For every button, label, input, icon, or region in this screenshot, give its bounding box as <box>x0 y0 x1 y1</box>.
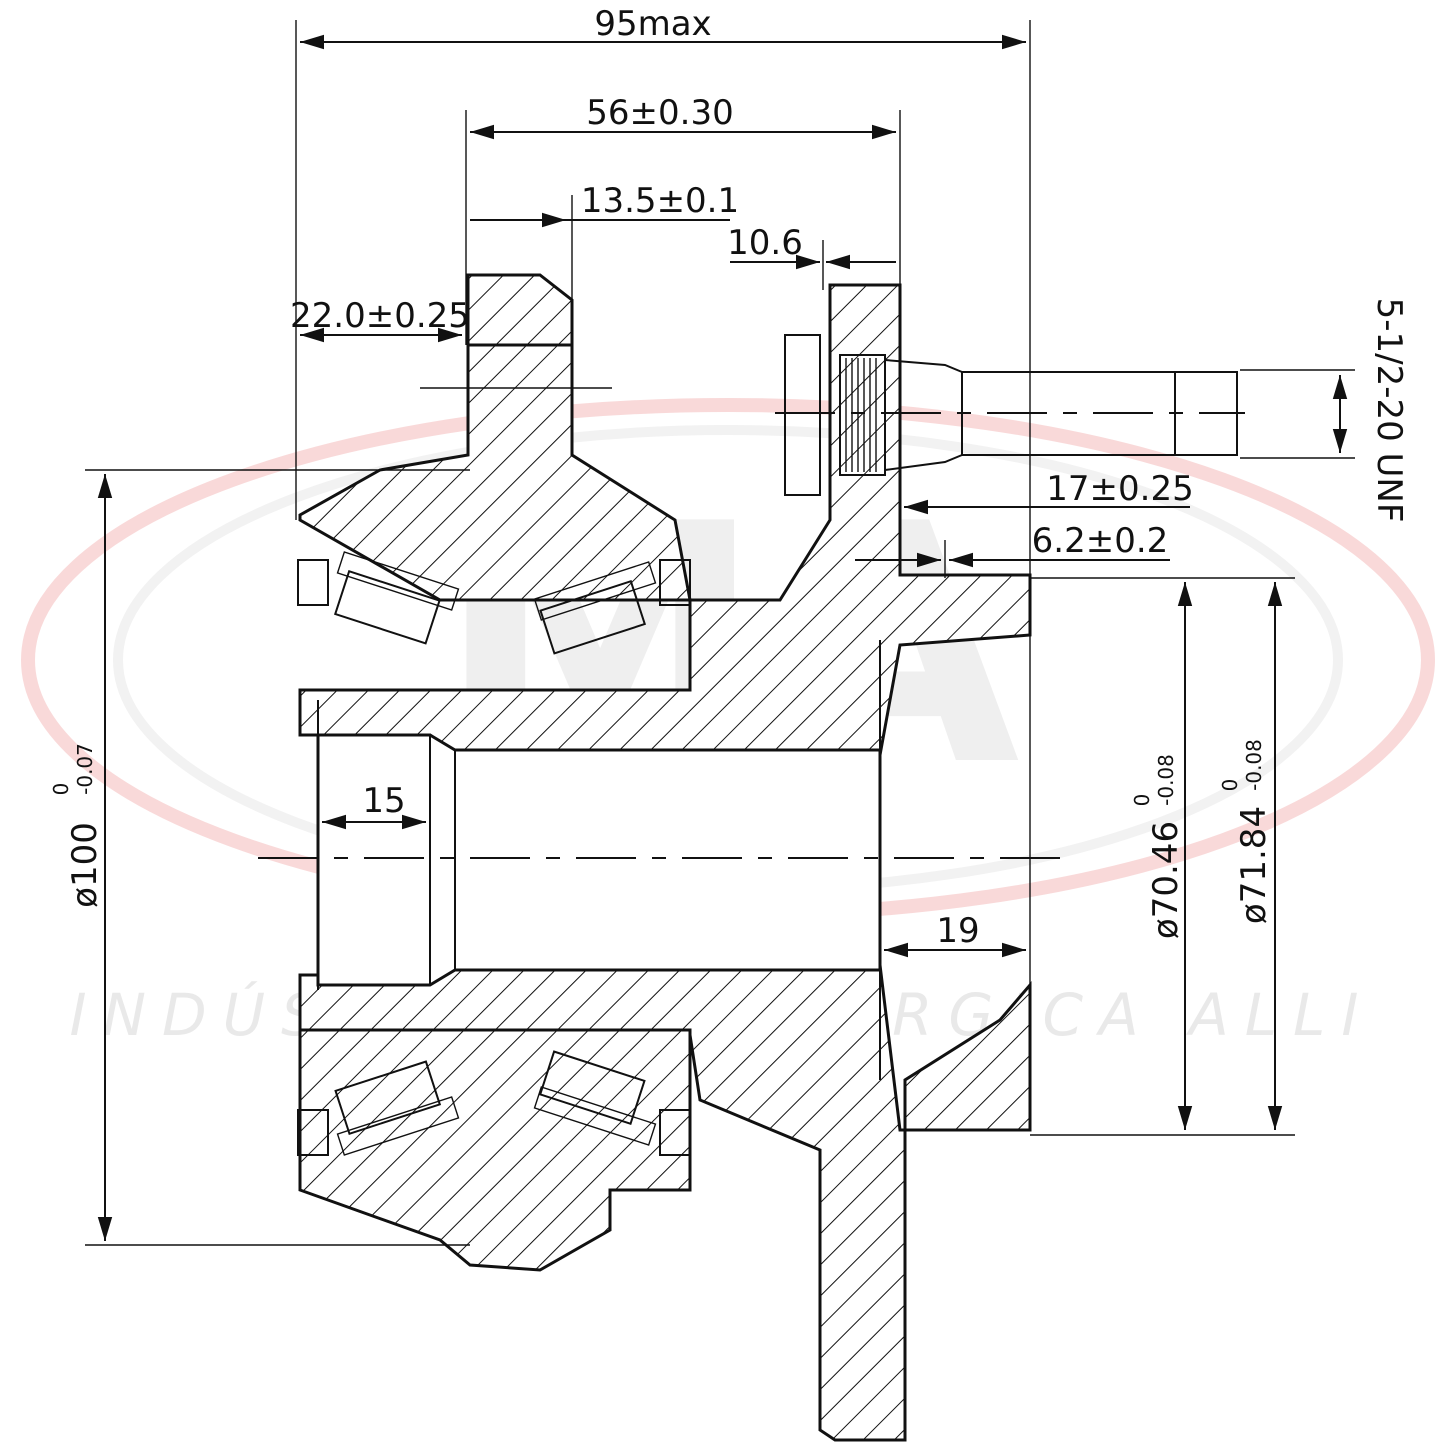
dimension-lines <box>97 34 1348 1241</box>
dim-pilot-depth: 6.2±0.2 <box>1032 521 1169 561</box>
dimension-labels: 95max 56±0.30 13.5±0.1 10.6 22.0±0.25 17… <box>49 4 1409 951</box>
dim-stud-thread: 5-1/2-20 UNF <box>1369 298 1409 523</box>
dim-bore-step-left: 15 <box>362 781 405 821</box>
dim-overall-width: 95max <box>594 4 711 44</box>
dim-outer-dia: ø100 <box>65 822 105 908</box>
dim-pilot-dia: ø70.46 <box>1146 821 1186 939</box>
dim-stud-shoulder: 10.6 <box>727 223 803 263</box>
dim-pilot-dia-lower: -0.08 <box>1154 754 1178 806</box>
dim-bore-step-right: 19 <box>936 911 979 951</box>
hub-bore <box>316 640 882 1080</box>
hub-body <box>298 273 1032 1442</box>
dim-outer-pilot-lower: -0.08 <box>1242 739 1266 791</box>
dim-outer-pilot-dia: ø71.84 <box>1234 806 1274 924</box>
dim-outer-dia-lower: -0.07 <box>73 743 97 795</box>
bearing-lower <box>297 1050 691 1156</box>
dim-flange-depth: 17±0.25 <box>1046 469 1193 509</box>
dim-bearing-span: 56±0.30 <box>586 93 733 133</box>
dim-outer-dia-upper: 0 <box>49 783 73 796</box>
bearing-upper <box>297 551 691 655</box>
dim-hub-offset: 22.0±0.25 <box>290 296 470 336</box>
dim-outer-pilot-upper: 0 <box>1218 779 1242 792</box>
extension-lines <box>85 20 1355 1246</box>
dim-pilot-dia-upper: 0 <box>1130 794 1154 807</box>
dim-flange-offset: 13.5±0.1 <box>581 181 739 221</box>
